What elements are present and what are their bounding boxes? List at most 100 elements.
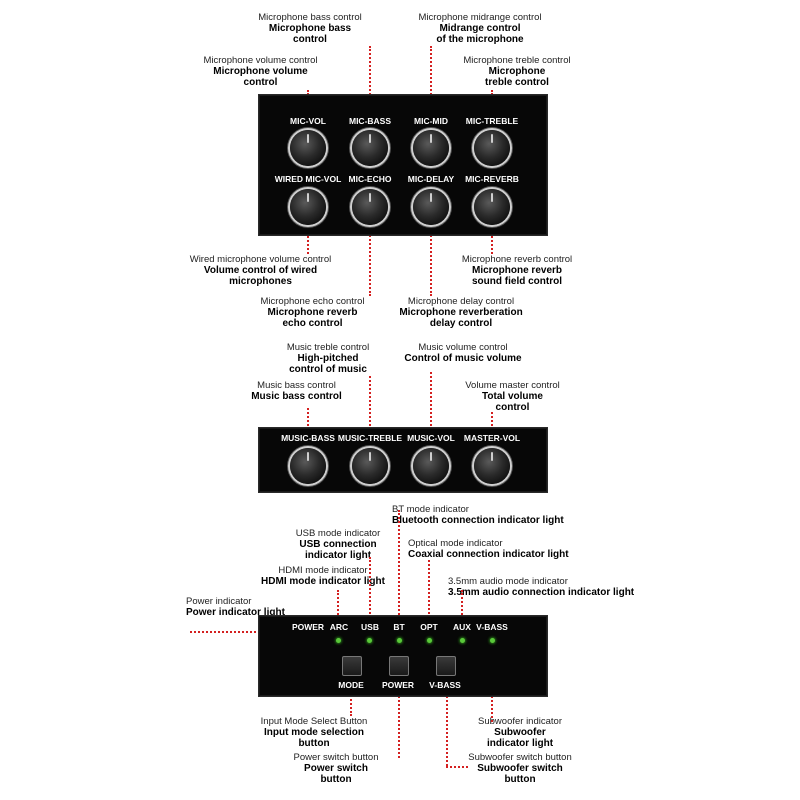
opt-indicator-label: OPT <box>420 622 438 632</box>
knob-label: MIC-TREBLE <box>465 116 519 126</box>
leader-line <box>337 590 339 638</box>
callout-normal-text: Optical mode indicator <box>408 538 503 549</box>
leader-line <box>430 200 432 296</box>
callout-normal-text: HDMI mode indicator <box>278 565 368 576</box>
callout-bold-text: Bluetooth connection indicator light <box>392 515 564 526</box>
mic-mid-knob[interactable] <box>413 130 449 166</box>
leader-line <box>446 766 468 768</box>
leader-line <box>428 560 430 638</box>
callout-mic-treble: Microphone treble control Microphone tre… <box>452 55 582 88</box>
leader-line <box>430 372 432 438</box>
leader-line <box>369 46 371 130</box>
aux-led-icon <box>460 638 465 643</box>
callout-bold-text: Microphone volume control <box>213 66 308 88</box>
callout-mic-echo: Microphone echo control Microphone rever… <box>250 296 375 329</box>
callout-aux: 3.5mm audio mode indicator 3.5mm audio c… <box>448 576 648 598</box>
knob-label: MUSIC-BASS <box>281 433 335 443</box>
callout-mic-mid: Microphone midrange control Midrange con… <box>405 12 555 45</box>
arc-led-icon <box>336 638 341 643</box>
knob-label: MASTER-VOL <box>463 433 521 443</box>
callout-normal-text: Music treble control <box>286 342 370 353</box>
callout-normal-text: Wired microphone volume control <box>189 254 332 265</box>
callout-bold-text: Midrange control of the microphone <box>436 23 524 45</box>
knob-label: WIRED MIC-VOL <box>274 174 342 184</box>
callout-normal-text: Microphone volume control <box>203 55 318 66</box>
callout-mic-reverb: Microphone reverb control Microphone rev… <box>452 254 582 287</box>
callout-normal-text: Microphone echo control <box>260 296 365 307</box>
vbass-button-label: V-BASS <box>429 680 461 690</box>
callout-normal-text: Microphone treble control <box>463 55 571 66</box>
opt-led-icon <box>427 638 432 643</box>
callout-power-indicator: Power indicator Power indicator light <box>186 596 296 618</box>
callout-normal-text: Microphone midrange control <box>418 12 542 23</box>
mode-button-label: MODE <box>338 680 364 690</box>
callout-bold-text: Power indicator light <box>186 607 285 618</box>
vbass-led-icon <box>490 638 495 643</box>
callout-normal-text: Microphone delay control <box>407 296 515 307</box>
callout-mic-delay: Microphone delay control Microphone reve… <box>396 296 526 329</box>
callout-mode-button: Input Mode Select Button Input mode sele… <box>255 716 373 749</box>
music-treble-knob[interactable] <box>352 448 388 484</box>
callout-bold-text: USB connection indicator light <box>299 539 377 561</box>
callout-usb: USB mode indicator USB connection indica… <box>288 528 388 561</box>
callout-bold-text: Subwoofer indicator light <box>486 727 554 749</box>
callout-bold-text: Power switch button <box>304 763 368 785</box>
leader-line <box>398 676 400 758</box>
leader-line <box>446 676 448 766</box>
mic-delay-knob[interactable] <box>413 189 449 225</box>
callout-bold-text: Volume control of wired microphones <box>203 265 318 287</box>
usb-indicator-label: USB <box>361 622 379 632</box>
callout-normal-text: Power switch button <box>293 752 379 763</box>
leader-line <box>461 590 463 638</box>
leader-line <box>369 376 371 438</box>
mic-reverb-knob[interactable] <box>474 189 510 225</box>
callout-normal-text: Power indicator <box>186 596 252 607</box>
knob-label: MUSIC-TREBLE <box>337 433 403 443</box>
mode-button[interactable] <box>342 656 362 676</box>
callout-bold-text: HDMI mode indicator light <box>261 576 385 587</box>
callout-normal-text: Music volume control <box>418 342 508 353</box>
callout-bold-text: Total volume control <box>482 391 543 413</box>
leader-line <box>190 631 296 633</box>
callout-normal-text: Volume master control <box>465 380 560 391</box>
vbass-button[interactable] <box>436 656 456 676</box>
bt-indicator-label: BT <box>393 622 405 632</box>
callout-subwoofer-button: Subwoofer switch button Subwoofer switch… <box>460 752 580 785</box>
callout-opt: Optical mode indicator Coaxial connectio… <box>408 538 578 560</box>
callout-wired-mic-vol: Wired microphone volume control Volume c… <box>178 254 343 287</box>
mic-bass-knob[interactable] <box>352 130 388 166</box>
callout-bold-text: Microphone reverberation delay control <box>399 307 523 329</box>
knob-label: MIC-DELAY <box>407 174 455 184</box>
music-bass-knob[interactable] <box>290 448 326 484</box>
callout-music-treble: Music treble control High-pitched contro… <box>268 342 388 375</box>
knob-label: MIC-MID <box>414 116 448 126</box>
callout-normal-text: Subwoofer switch button <box>468 752 572 763</box>
callout-mic-bass: Microphone bass control Microphone bass … <box>250 12 370 45</box>
mic-treble-knob[interactable] <box>474 130 510 166</box>
callout-master-vol: Volume master control Total volume contr… <box>455 380 570 413</box>
mic-vol-knob[interactable] <box>290 130 326 166</box>
master-vol-knob[interactable] <box>474 448 510 484</box>
usb-led-icon <box>367 638 372 643</box>
vbass-indicator-label: V-BASS <box>476 622 508 632</box>
power-button[interactable] <box>389 656 409 676</box>
power-button-label: POWER <box>381 680 415 690</box>
knob-label: MIC-VOL <box>290 116 326 126</box>
callout-bold-text: Control of music volume <box>404 353 522 364</box>
wired-mic-vol-knob[interactable] <box>290 189 326 225</box>
leader-line <box>491 412 493 438</box>
leader-line <box>398 510 400 638</box>
callout-power-button: Power switch button Power switch button <box>282 752 390 785</box>
callout-music-vol: Music volume control Control of music vo… <box>398 342 528 364</box>
callout-mic-vol: Microphone volume control Microphone vol… <box>188 55 333 88</box>
callout-bold-text: Input mode selection button <box>263 727 364 749</box>
callout-bold-text: Music bass control <box>251 391 342 402</box>
callout-bold-text: Microphone bass control <box>268 23 352 45</box>
callout-subwoofer-indicator: Subwoofer indicator Subwoofer indicator … <box>470 716 570 749</box>
music-vol-knob[interactable] <box>413 448 449 484</box>
mic-echo-knob[interactable] <box>352 189 388 225</box>
music-control-panel: MUSIC-BASS MUSIC-TREBLE MUSIC-VOL MASTER… <box>258 427 548 493</box>
callout-normal-text: 3.5mm audio mode indicator <box>448 576 568 587</box>
callout-normal-text: Subwoofer indicator <box>478 716 562 727</box>
callout-bold-text: Coaxial connection indicator light <box>408 549 569 560</box>
